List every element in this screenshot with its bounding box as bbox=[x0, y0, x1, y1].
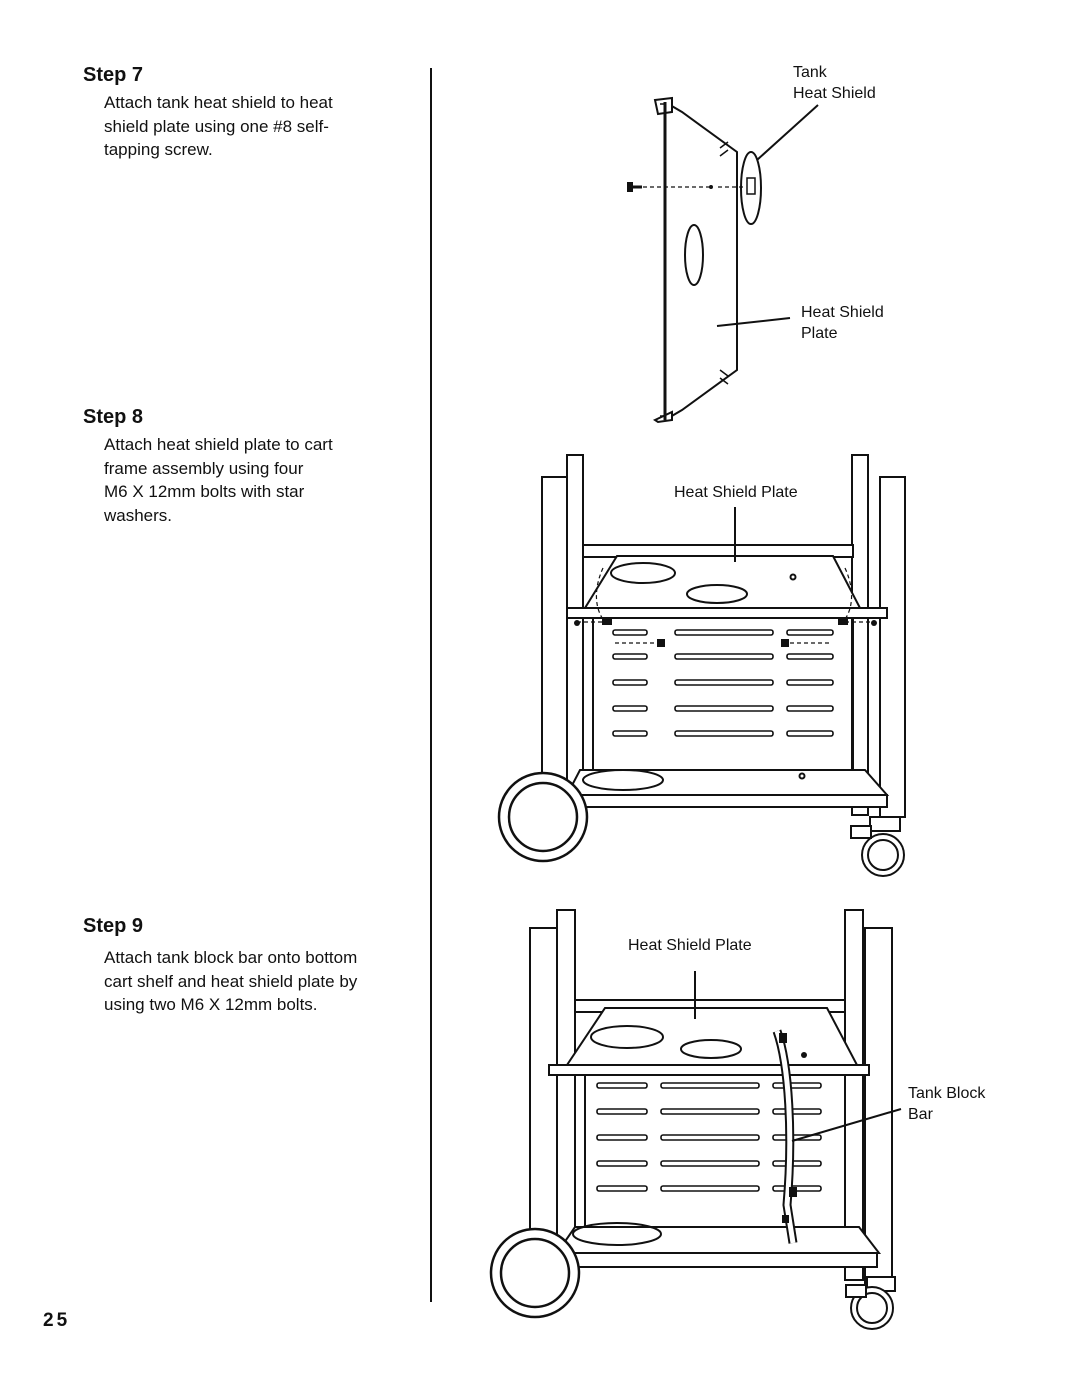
step-7-title: Step 7 bbox=[83, 64, 144, 86]
figure-heat-shield-plate-assembly bbox=[627, 90, 800, 430]
caster-icon bbox=[851, 817, 904, 876]
step-7-instructions: Attach tank heat shield to heat shield p… bbox=[104, 91, 394, 162]
step-7-line: shield plate using one #8 self- bbox=[104, 116, 329, 136]
step-9-line: Attach tank block bar onto bottom bbox=[104, 948, 358, 967]
step-8-line: frame assembly using four bbox=[104, 458, 304, 478]
heat-shield-plate-label: Heat Shield Plate bbox=[801, 304, 884, 342]
figure-cart-tank-block-bar bbox=[487, 905, 907, 1325]
step-8-instructions: Attach heat shield plate to cart frame a… bbox=[104, 433, 394, 527]
step-8-line: washers. bbox=[104, 505, 173, 525]
column-divider bbox=[430, 68, 432, 1302]
step-8-line: Attach heat shield plate to cart bbox=[104, 435, 333, 454]
heat-shield-plate-label-step8: Heat Shield Plate bbox=[674, 484, 798, 501]
step-7-line: Attach tank heat shield to heat bbox=[104, 93, 333, 112]
step-9-title: Step 9 bbox=[83, 915, 144, 937]
step-9-instructions: Attach tank block bar onto bottom cart s… bbox=[104, 946, 394, 1017]
step-8-line: M6 X 12mm bolts with star bbox=[104, 482, 305, 501]
step-9-line: using two M6 X 12mm bolts. bbox=[104, 995, 318, 1014]
tank-heat-shield-label: Tank Heat Shield bbox=[793, 64, 876, 102]
caster-icon bbox=[846, 1277, 895, 1329]
wheel-icon bbox=[491, 1229, 579, 1317]
step-8-title: Step 8 bbox=[83, 406, 144, 428]
page-number: 25 bbox=[43, 1310, 71, 1331]
screw-icon bbox=[627, 182, 746, 192]
tank-block-bar-icon bbox=[777, 1031, 807, 1243]
wheel-icon bbox=[499, 773, 587, 861]
step-9-line: cart shelf and heat shield plate by bbox=[104, 971, 358, 991]
heat-shield-plate-label-step9: Heat Shield Plate bbox=[628, 937, 752, 954]
figure-cart-heat-shield-plate bbox=[495, 450, 915, 870]
tank-block-bar-label: Tank Block Bar bbox=[908, 1085, 986, 1123]
step-7-line: tapping screw. bbox=[104, 140, 213, 159]
